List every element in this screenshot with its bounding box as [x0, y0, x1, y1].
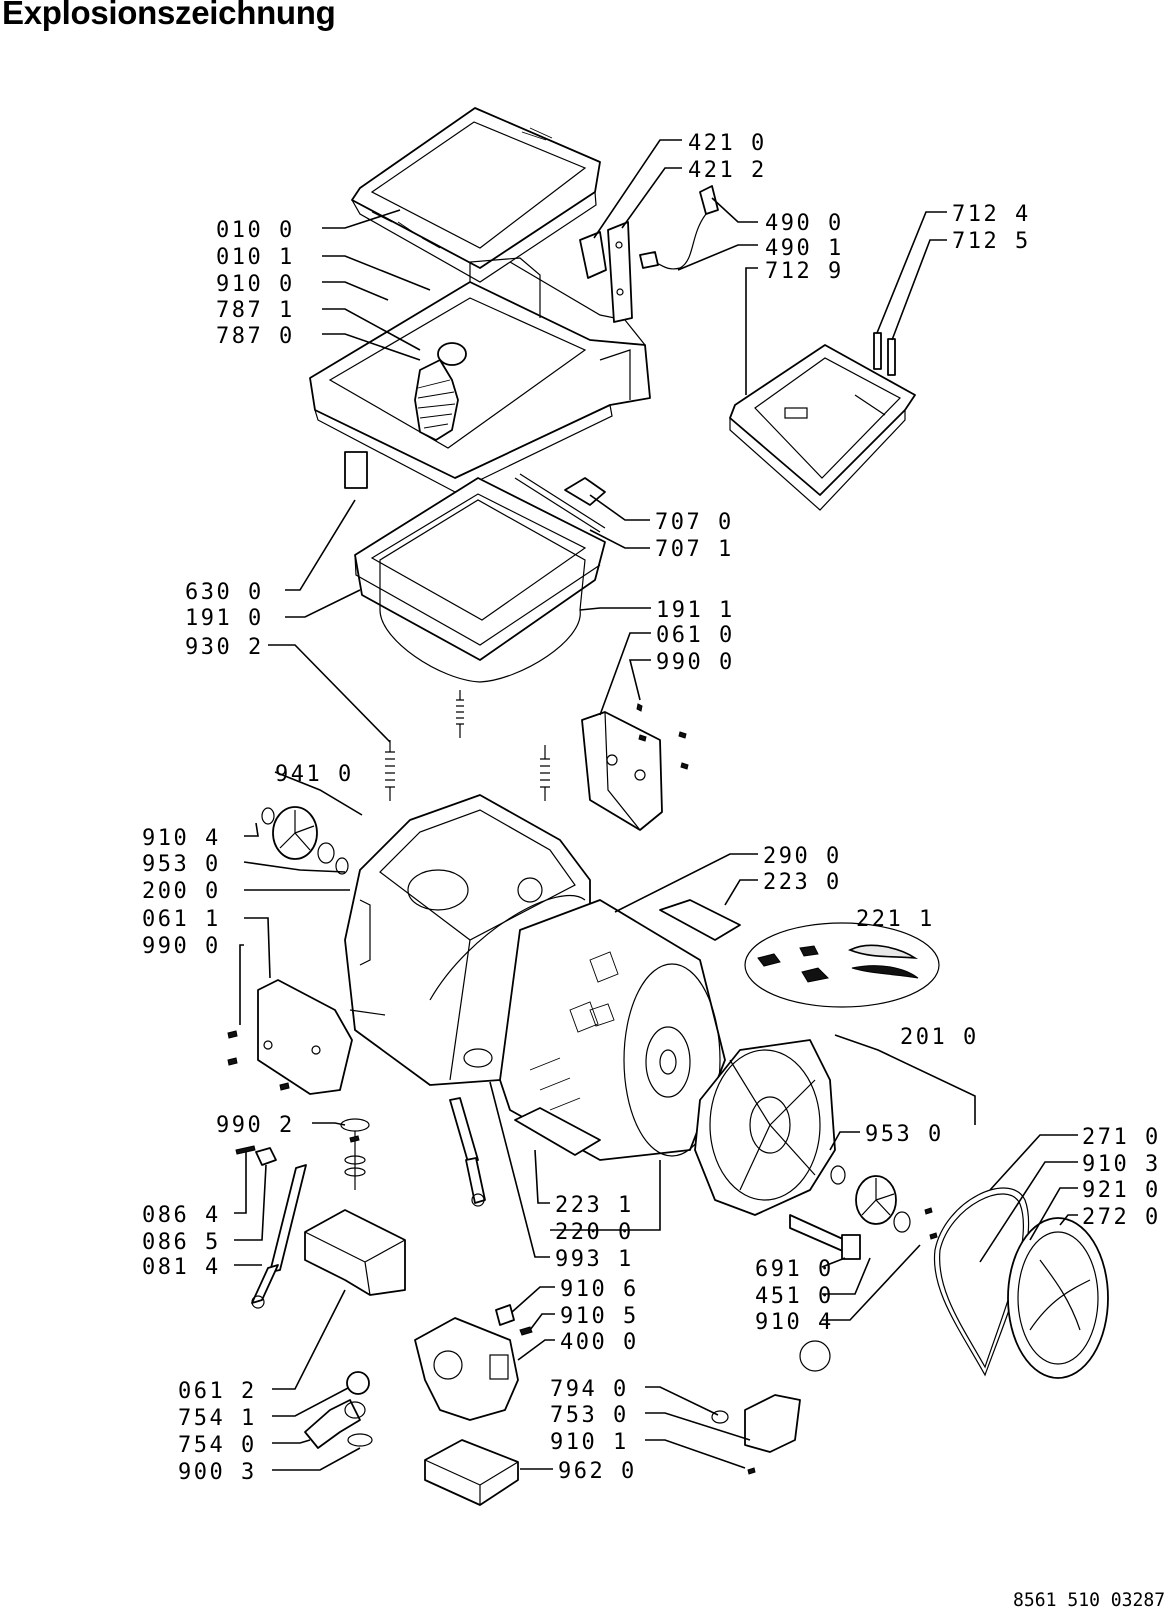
part-label: 290 0	[763, 844, 842, 869]
part-label: 953 0	[142, 852, 221, 877]
part-label: 086 4	[142, 1203, 221, 1228]
block-630-part	[344, 451, 368, 489]
part-label: 910 4	[755, 1310, 834, 1335]
part-label: 990 2	[216, 1113, 295, 1138]
part-label: 630 0	[185, 580, 264, 605]
part-label: 010 0	[216, 218, 295, 243]
paddle-detail-221-1-part	[744, 922, 940, 1008]
screws-990-0-left-part	[227, 1030, 290, 1091]
filter-421-part	[579, 221, 633, 323]
counterweight-061-1-part	[257, 979, 353, 1095]
part-label: 990 0	[656, 650, 735, 675]
part-label: 787 1	[216, 298, 295, 323]
part-label: 223 1	[555, 1193, 634, 1218]
ball-754-1-part	[346, 1371, 370, 1395]
tub-ring-part	[354, 477, 606, 683]
part-label: 490 0	[765, 211, 844, 236]
part-label: 010 1	[216, 245, 295, 270]
part-label: 191 0	[185, 606, 264, 631]
part-label: 712 5	[952, 229, 1031, 254]
part-label: 921 0	[1082, 1178, 1161, 1203]
part-label: 490 1	[765, 236, 844, 261]
part-label: 400 0	[560, 1330, 639, 1355]
box-962-0-part	[424, 1439, 519, 1506]
counterweight-061-0-part	[581, 711, 663, 831]
shock-absorber-part	[251, 1164, 307, 1309]
cover-061-2-part	[304, 1209, 406, 1296]
part-label: 753 0	[550, 1403, 629, 1428]
filter-753-0-part	[711, 1340, 831, 1475]
part-label: 990 0	[142, 934, 221, 959]
part-label: 712 4	[952, 202, 1031, 227]
part-label: 962 0	[558, 1459, 637, 1484]
trap-223-1-part	[514, 1107, 601, 1156]
part-label: 910 4	[142, 826, 221, 851]
part-label: 754 1	[178, 1406, 257, 1431]
part-label: 910 0	[216, 272, 295, 297]
part-label: 910 5	[560, 1304, 639, 1329]
nut-086-5-part	[255, 1147, 277, 1166]
bolt-086-4-part	[235, 1145, 256, 1155]
heater-part	[789, 1214, 861, 1260]
rear-tub-part	[694, 1039, 836, 1216]
part-label: 086 5	[142, 1230, 221, 1255]
part-label: 794 0	[550, 1377, 629, 1402]
part-label: 221 1	[856, 907, 935, 932]
screws-990-0-part	[636, 703, 689, 770]
part-label: 910 3	[1082, 1152, 1161, 1177]
paddle-223-0-part	[659, 899, 741, 941]
part-label: 953 0	[865, 1122, 944, 1147]
part-label: 220 0	[555, 1220, 634, 1245]
hose-754-0-part	[304, 1399, 373, 1449]
part-label: 910 6	[560, 1277, 639, 1302]
part-label: 272 0	[1082, 1205, 1161, 1230]
part-label: 691 0	[755, 1257, 834, 1282]
dispenser-part	[729, 344, 916, 511]
part-label: 993 1	[555, 1247, 634, 1272]
part-label: 707 1	[655, 537, 734, 562]
document-number: 8561 510 03287	[1012, 1589, 1165, 1611]
part-labels: 421 0 421 2 490 0 490 1 712 4 712 5 712 …	[142, 131, 1161, 1485]
pulley-hub-part	[830, 1165, 911, 1233]
part-label: 061 1	[142, 907, 221, 932]
page-title: Explosionszeichnung	[2, 0, 336, 31]
part-label: 707 0	[655, 510, 734, 535]
part-label: 930 2	[185, 635, 264, 660]
part-label: 941 0	[275, 762, 354, 787]
screws-910-part	[349, 1135, 938, 1240]
part-label: 451 0	[755, 1284, 834, 1309]
clamp-990-2-part	[340, 1118, 370, 1190]
pump-part	[414, 1304, 533, 1421]
lid-part	[351, 107, 601, 283]
part-label: 200 0	[142, 879, 221, 904]
part-label: 271 0	[1082, 1125, 1161, 1150]
part-label: 421 0	[688, 131, 767, 156]
part-label: 712 9	[765, 259, 844, 284]
bellows-part	[414, 342, 467, 441]
part-label: 421 2	[688, 158, 767, 183]
front-hub-part	[261, 806, 349, 875]
part-label: 061 2	[178, 1379, 257, 1404]
part-label: 061 0	[656, 623, 735, 648]
part-label: 787 0	[216, 324, 295, 349]
part-label: 081 4	[142, 1255, 221, 1280]
leader-lines	[234, 139, 1078, 1471]
part-label: 223 0	[763, 870, 842, 895]
top-frame-part	[309, 257, 651, 493]
part-label: 754 0	[178, 1433, 257, 1458]
part-label: 910 1	[550, 1430, 629, 1455]
part-label: 900 3	[178, 1460, 257, 1485]
mains-cable-part	[639, 185, 719, 270]
part-label: 201 0	[900, 1025, 979, 1050]
shock-absorber-middle-part	[449, 1097, 486, 1207]
springs-part	[385, 690, 550, 801]
pulley-272-part	[1007, 1217, 1109, 1379]
part-label: 191 1	[656, 598, 735, 623]
